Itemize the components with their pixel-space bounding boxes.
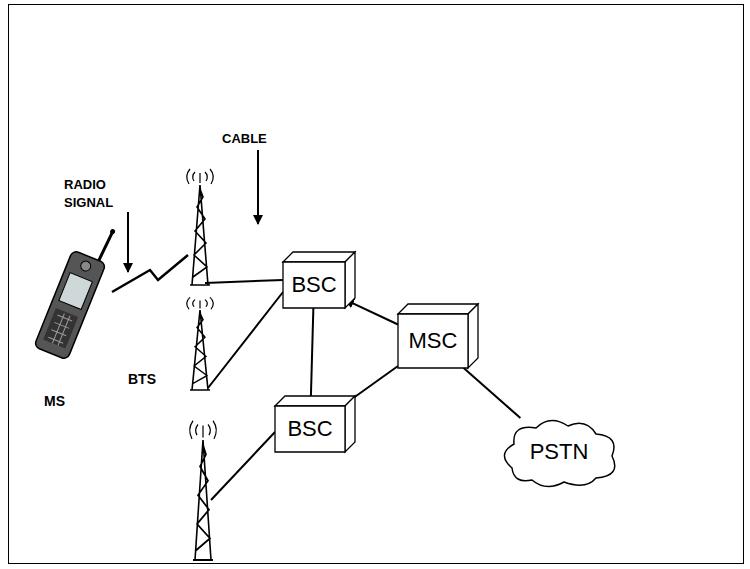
node-label: BSC <box>287 416 332 442</box>
callout-label: BTS <box>128 370 156 389</box>
equipment-box: BSC <box>283 262 345 308</box>
callout-label: CABLE <box>222 130 267 148</box>
equipment-box: BSC <box>275 406 345 452</box>
pointer-arrow <box>257 150 259 224</box>
link-line <box>464 368 521 418</box>
mobile-phone <box>34 218 119 360</box>
picture-frame <box>8 4 744 564</box>
node-label: PSTN <box>530 439 589 465</box>
node-label: BSC <box>291 272 336 298</box>
network-cloud: PSTN <box>500 418 618 486</box>
bts-tower <box>190 421 217 560</box>
radio-link <box>112 255 188 292</box>
callout-label: RADIO SIGNAL <box>64 176 144 211</box>
callout-label: MS <box>44 392 65 411</box>
bts-tower <box>187 297 214 390</box>
bts-tower <box>187 169 214 285</box>
pointer-arrow <box>127 212 129 272</box>
link-line <box>311 308 314 406</box>
node-label: MSC <box>409 328 458 354</box>
tower-cable <box>205 280 283 500</box>
link-line <box>345 300 398 325</box>
equipment-box: MSC <box>398 314 468 368</box>
